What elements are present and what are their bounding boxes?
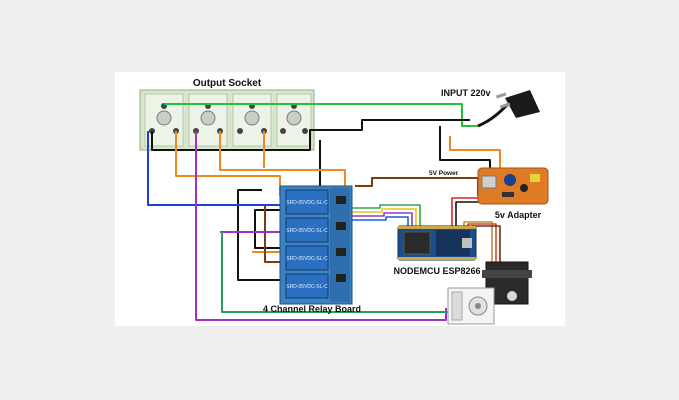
servo-wire-3: [472, 225, 501, 262]
socket-4: [276, 93, 312, 147]
power-wire-black: [455, 201, 482, 226]
power-5v-label: 5V Power: [429, 170, 459, 177]
load-wire-4: [449, 136, 501, 172]
neutral-wire-main: [151, 119, 470, 151]
relay-model-text: SRD-05VDC-SL-C: [286, 200, 328, 206]
relay-module: [285, 189, 329, 215]
power-wire-red: [451, 197, 482, 226]
live-wire: [164, 103, 478, 127]
adapter-label: 5v Adapter: [495, 210, 542, 220]
bus-wire-4: [350, 216, 409, 226]
relay-model-text: SRD-05VDC-SL-C: [286, 256, 328, 262]
relay-module: [285, 273, 329, 299]
nodemcu-board: [397, 225, 477, 261]
signal-wire-blue: [147, 131, 282, 206]
socket-1: [144, 93, 184, 147]
output-socket-strip: [139, 89, 315, 151]
neutral-wire-relay-1: [237, 189, 282, 281]
output-socket-label: Output Socket: [193, 78, 262, 89]
dimmer-module: [447, 287, 495, 325]
signal-wire-purple: [195, 131, 447, 321]
relay-board: SRD-05VDC-SL-C SRD-05VDC-SL-C SRD-05VDC-SL…: [279, 185, 353, 305]
servo-wire-1: [463, 221, 493, 262]
relay-model-text: SRD-05VDC-SL-C: [286, 284, 328, 290]
relay-module: [285, 245, 329, 271]
input-plug: [477, 90, 540, 128]
nodemcu-label: NODEMCU ESP8266: [393, 266, 480, 276]
load-wire-2: [219, 131, 346, 186]
input-label: INPUT 220v: [441, 88, 491, 98]
relay-module: [285, 217, 329, 243]
bus-wire-2: [350, 208, 417, 226]
socket-3: [232, 93, 272, 147]
bus-wire-3: [350, 212, 413, 226]
socket-2: [188, 93, 228, 147]
neutral-wire-adapter: [439, 126, 491, 172]
brown-wire-1: [264, 205, 282, 263]
servo-wire-2: [467, 223, 497, 262]
relay-board-label: 4 Channel Relay Board: [263, 304, 361, 314]
servo-motor: [482, 261, 532, 305]
adapter-board: [477, 167, 549, 205]
neutral-wire-relay-2: [254, 209, 282, 249]
relay-model-text: SRD-05VDC-SL-C: [286, 228, 328, 234]
bus-wire-1: [350, 204, 421, 226]
